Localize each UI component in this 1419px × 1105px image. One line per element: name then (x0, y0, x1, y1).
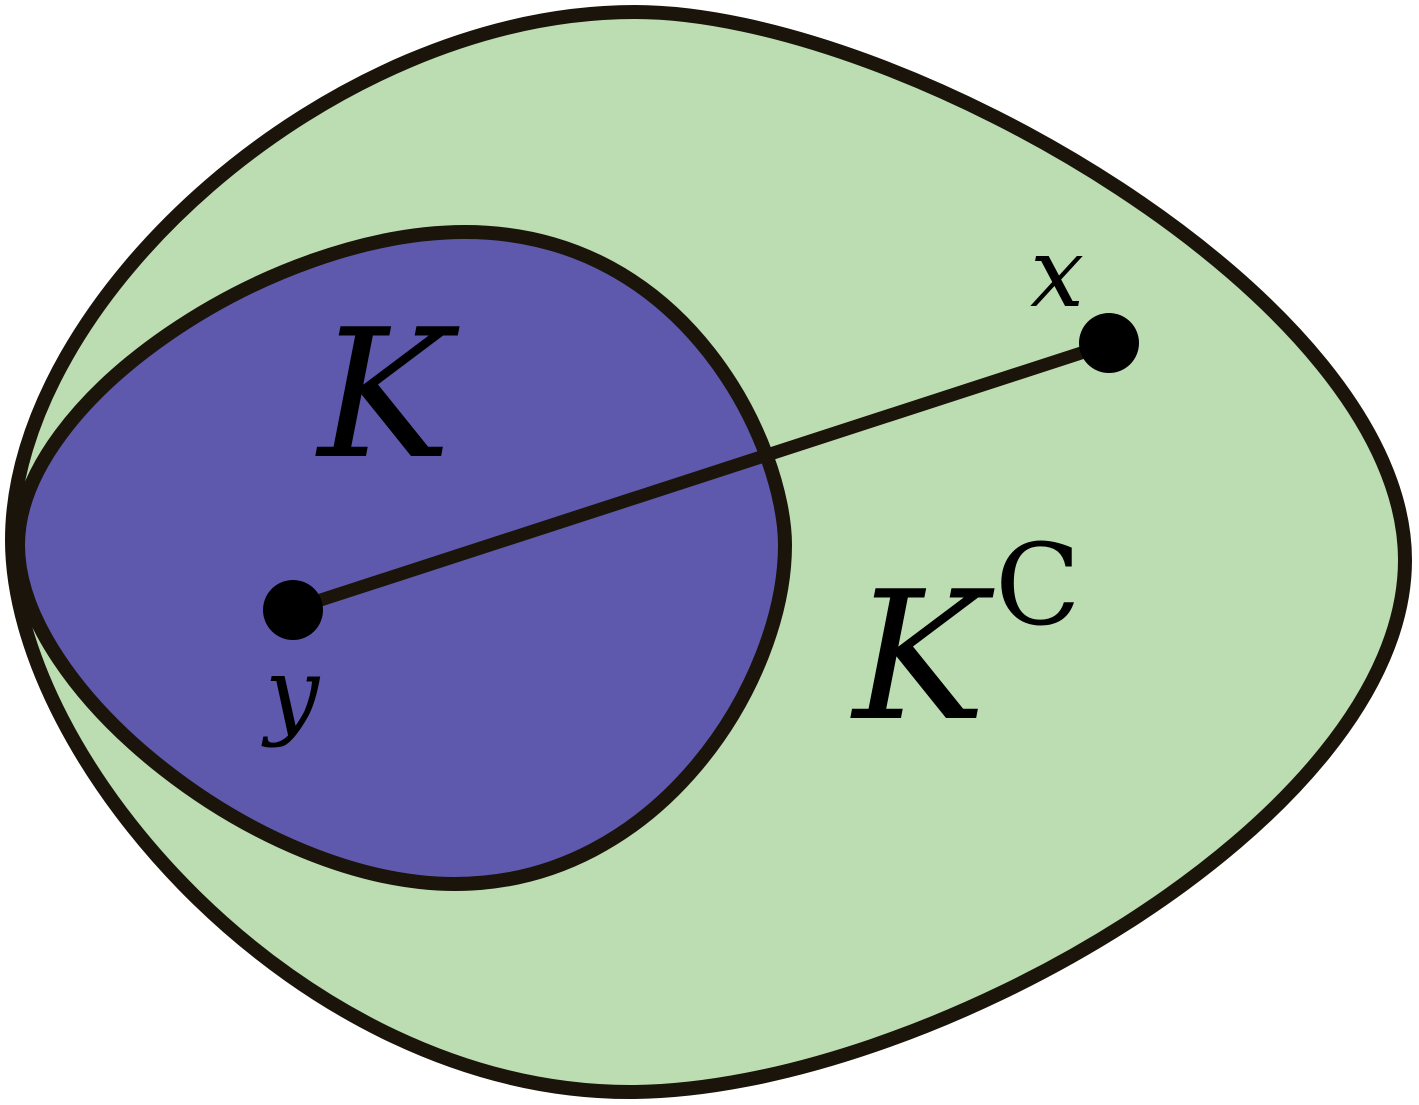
set-k-region (10, 224, 793, 892)
segment-y-x (290, 335, 1118, 616)
point-x-label: x (1030, 217, 1084, 329)
point-x-marker (1079, 313, 1139, 373)
point-y-marker (263, 580, 323, 640)
set-k-label: K (315, 291, 460, 498)
complement-label: K (850, 553, 995, 760)
complement-base-label: K (850, 553, 995, 760)
complement-superscript-label: C (995, 521, 1081, 651)
point-y-label: y (261, 637, 321, 749)
